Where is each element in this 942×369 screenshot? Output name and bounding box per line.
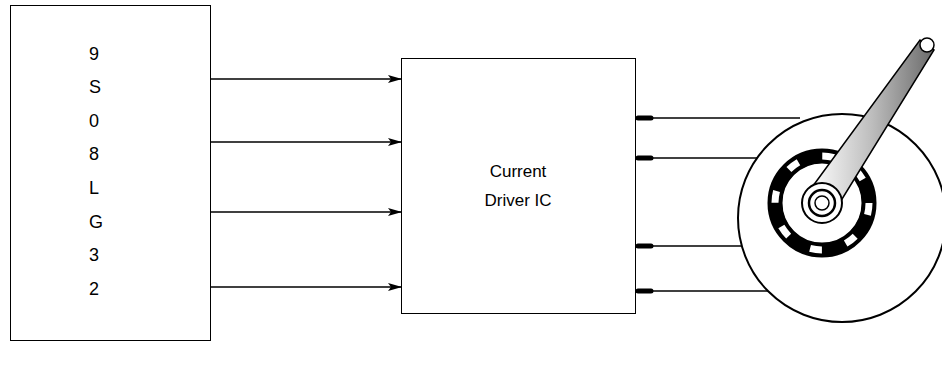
signal-arrow [211,78,401,80]
chip-label: 9 S 0 8 L G 3 2 [89,38,107,307]
box-label: Current Driver IC [478,157,558,215]
signal-arrow [211,141,401,143]
wire-terminals [638,118,651,291]
driver-ic-box: Current Driver IC [401,58,636,314]
signal-arrow [211,286,401,288]
signal-arrow [211,211,401,213]
stepper-motor [738,38,942,322]
microcontroller-box: 9 S 0 8 L G 3 2 [10,5,211,341]
